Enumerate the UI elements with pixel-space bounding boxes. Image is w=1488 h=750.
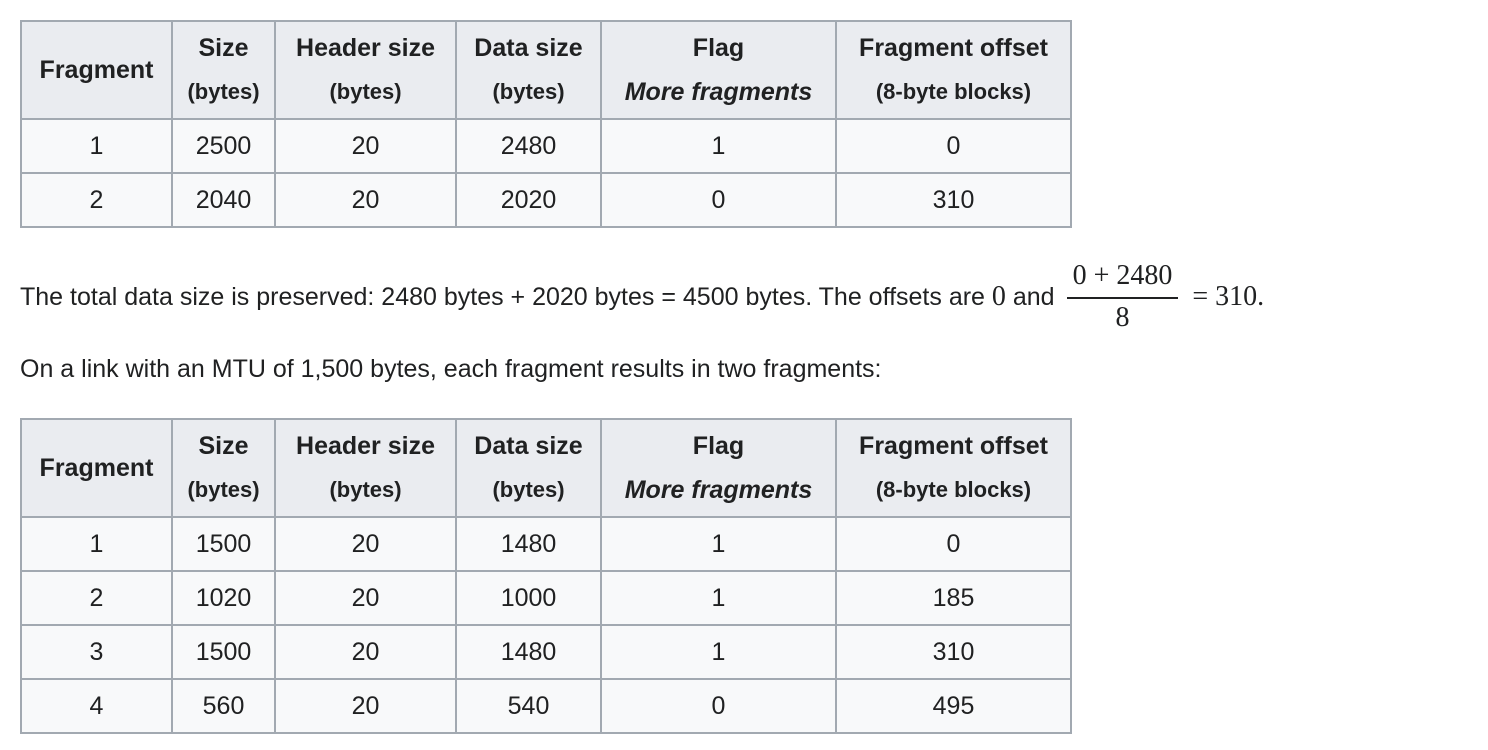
cell-data-size: 540 <box>455 678 602 734</box>
header-data-size: Data size (bytes) <box>455 20 602 120</box>
fraction-numerator: 0 + 2480 <box>1066 261 1179 299</box>
data-size-paragraph: The total data size is preserved: 2480 b… <box>20 252 1264 342</box>
cell-fragment: 2 <box>20 570 173 626</box>
header-flag: Flag More fragments <box>600 418 837 518</box>
cell-header-size: 20 <box>274 118 457 174</box>
cell-flag: 0 <box>600 678 837 734</box>
header-fragment-offset: Fragment offset (8-byte blocks) <box>835 20 1072 120</box>
cell-size: 1500 <box>171 624 276 680</box>
header-flag: Flag More fragments <box>600 20 837 120</box>
cell-flag: 0 <box>600 172 837 228</box>
cell-data-size: 2020 <box>455 172 602 228</box>
math-result: = 310. <box>1192 281 1265 312</box>
cell-header-size: 20 <box>274 678 457 734</box>
table-row: 2 1020 20 1000 1 185 <box>20 570 1072 626</box>
cell-data-size: 1000 <box>455 570 602 626</box>
fragment-table-2: Fragment Size (bytes) Header size (bytes… <box>20 418 1072 734</box>
mtu-paragraph: On a link with an MTU of 1,500 bytes, ea… <box>20 355 882 383</box>
cell-fragment: 1 <box>20 118 173 174</box>
cell-offset: 495 <box>835 678 1072 734</box>
cell-fragment: 4 <box>20 678 173 734</box>
header-size: Size (bytes) <box>171 418 276 518</box>
cell-offset: 0 <box>835 118 1072 174</box>
header-header-size: Header size (bytes) <box>274 20 457 120</box>
header-fragment: Fragment <box>20 20 173 120</box>
cell-size: 2500 <box>171 118 276 174</box>
cell-data-size: 1480 <box>455 624 602 680</box>
table-header-row: Fragment Size (bytes) Header size (bytes… <box>20 20 1072 120</box>
table-row: 3 1500 20 1480 1 310 <box>20 624 1072 680</box>
cell-flag: 1 <box>600 570 837 626</box>
table-row: 1 2500 20 2480 1 0 <box>20 118 1072 174</box>
cell-flag: 1 <box>600 516 837 572</box>
cell-flag: 1 <box>600 118 837 174</box>
table-header-row: Fragment Size (bytes) Header size (bytes… <box>20 418 1072 518</box>
table-row: 1 1500 20 1480 1 0 <box>20 516 1072 572</box>
cell-header-size: 20 <box>274 624 457 680</box>
paragraph-and: and <box>1012 282 1055 311</box>
header-size: Size (bytes) <box>171 20 276 120</box>
cell-fragment: 1 <box>20 516 173 572</box>
table-row: 2 2040 20 2020 0 310 <box>20 172 1072 228</box>
header-fragment: Fragment <box>20 418 173 518</box>
cell-offset: 310 <box>835 624 1072 680</box>
cell-header-size: 20 <box>274 172 457 228</box>
header-fragment-offset: Fragment offset (8-byte blocks) <box>835 418 1072 518</box>
cell-data-size: 1480 <box>455 516 602 572</box>
cell-fragment: 2 <box>20 172 173 228</box>
cell-header-size: 20 <box>274 516 457 572</box>
cell-flag: 1 <box>600 624 837 680</box>
cell-size: 2040 <box>171 172 276 228</box>
header-header-size: Header size (bytes) <box>274 418 457 518</box>
cell-header-size: 20 <box>274 570 457 626</box>
table-row: 4 560 20 540 0 495 <box>20 678 1072 734</box>
fragment-table-1: Fragment Size (bytes) Header size (bytes… <box>20 20 1072 228</box>
cell-offset: 0 <box>835 516 1072 572</box>
paragraph-text: The total data size is preserved: 2480 b… <box>20 282 985 311</box>
offset-fraction: 0 + 2480 8 <box>1066 261 1179 333</box>
cell-offset: 185 <box>835 570 1072 626</box>
math-zero: 0 <box>991 281 1006 312</box>
cell-size: 560 <box>171 678 276 734</box>
cell-fragment: 3 <box>20 624 173 680</box>
cell-size: 1500 <box>171 516 276 572</box>
cell-data-size: 2480 <box>455 118 602 174</box>
cell-offset: 310 <box>835 172 1072 228</box>
header-data-size: Data size (bytes) <box>455 418 602 518</box>
fraction-denominator: 8 <box>1115 302 1130 333</box>
cell-size: 1020 <box>171 570 276 626</box>
